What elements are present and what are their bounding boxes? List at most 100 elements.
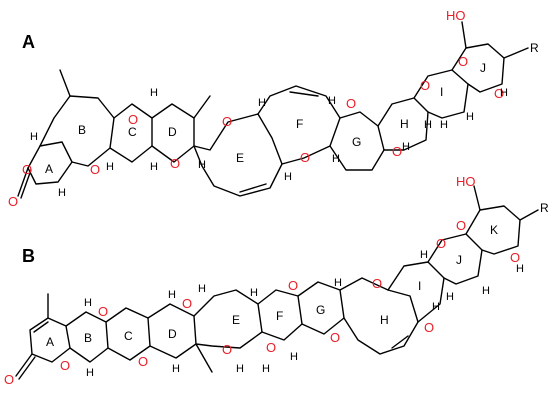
hydrogen-atom: H <box>150 161 158 173</box>
oxygen-atom: O <box>420 78 430 93</box>
ring-d-bonds <box>147 303 197 359</box>
oxygen-atom: O <box>138 354 148 369</box>
oxygen-atom: O <box>182 296 192 311</box>
ring-f-double-bond <box>289 91 319 97</box>
r-bond-b <box>519 209 539 221</box>
oxygen-atom: O <box>4 372 14 387</box>
methyl-d <box>193 95 211 119</box>
hydrogen-atom: H <box>284 171 292 183</box>
ring-j-label: J <box>456 253 462 267</box>
oxygen-atom: O <box>458 54 468 69</box>
oxygen-atom: O <box>288 278 298 293</box>
hydrogen-atom: H <box>86 367 94 379</box>
oxygen-atom: O <box>222 342 232 357</box>
oxygen-atom: O <box>8 194 18 209</box>
ring-i-bonds <box>387 261 445 323</box>
ring-f-label: F <box>296 117 303 131</box>
hydroxyl-label: HO <box>446 8 466 23</box>
hydrogen-atom: H <box>466 111 474 123</box>
oxygen-atom: O <box>372 276 382 291</box>
methyl-b <box>59 69 71 97</box>
oxygen-atom: O <box>424 320 434 335</box>
oxygen-atom: O <box>222 114 232 129</box>
hydrogen-atom: H <box>198 283 206 295</box>
r-bond-a <box>503 47 529 59</box>
oxygen-atom: O <box>456 218 466 233</box>
ring-e-double-bond <box>239 183 267 193</box>
methyl-d <box>195 343 213 373</box>
hydrogen-atom: H <box>150 87 158 99</box>
ring-e-label: E <box>232 313 240 327</box>
panel-a: A A B C D E F <box>8 8 539 209</box>
carbonyl-bond <box>17 167 32 199</box>
ring-f-label: F <box>276 309 283 323</box>
hydroxyl-label: HO <box>456 174 476 189</box>
oxygen-atom: O <box>266 340 276 355</box>
ring-g-label: G <box>352 135 361 149</box>
ring-c-bonds <box>109 103 153 163</box>
hydrogen-atom: H <box>328 95 336 107</box>
oxygen-atom: O <box>22 162 32 177</box>
oxygen-atom: O <box>90 162 100 177</box>
hydrogen-atom: H <box>420 249 428 261</box>
ring-d-bonds <box>151 103 195 163</box>
hydrogen-atom: H <box>290 351 298 363</box>
hydrogen-atom: H <box>84 297 92 309</box>
hydroxyl-bond-a <box>461 21 467 49</box>
ring-i-label: I <box>440 85 443 99</box>
hydrogen-atom: H <box>516 263 524 275</box>
hydrogen-atom: H <box>168 289 176 301</box>
ring-f-bonds <box>257 85 341 165</box>
hydrogen-atom: H <box>236 363 244 375</box>
hydrogen-atom: H <box>424 119 432 131</box>
panel-b-label: B <box>22 246 35 266</box>
hydrogen-atom: H <box>250 287 258 299</box>
ring-j-label: J <box>480 61 486 75</box>
hydrogen-atom: H <box>332 153 340 165</box>
ring-c-label: C <box>124 329 133 343</box>
hydrogen-atom: H <box>198 159 206 171</box>
r-substituent-label: R <box>530 41 539 55</box>
oxygen-atom: O <box>128 112 138 127</box>
oxygen-atom: O <box>60 358 70 373</box>
ring-g-bonds <box>297 281 345 335</box>
hydrogen-atom: H <box>258 97 266 109</box>
oxygen-atom: O <box>392 144 402 159</box>
ring-e-label: E <box>236 151 244 165</box>
oxygen-atom: O <box>510 250 520 265</box>
ring-k-label: K <box>490 223 498 237</box>
ring-h-label: H <box>380 313 389 327</box>
ring-g-label: G <box>316 303 325 317</box>
ring-c-bonds <box>105 307 151 361</box>
ring-c-label: C <box>128 125 137 139</box>
oxygen-atom: O <box>494 86 504 101</box>
oxygen-atom: O <box>300 150 310 165</box>
oxygen-atom: O <box>330 330 340 345</box>
ring-f-bonds <box>257 289 303 341</box>
ring-i-label: I <box>418 279 421 293</box>
ring-d-label: D <box>168 327 177 341</box>
hydrogen-atom: H <box>402 141 410 153</box>
ring-h-double-bond <box>391 335 409 349</box>
hydrogen-atom: H <box>446 291 454 303</box>
ring-d-label: D <box>168 125 177 139</box>
hydrogen-atom: H <box>334 277 342 289</box>
ring-b-bonds <box>39 95 115 167</box>
ring-b-label: B <box>78 123 86 137</box>
hydrogen-atom: H <box>440 119 448 131</box>
hydrogen-atom: H <box>172 363 180 375</box>
oxygen-atom: O <box>436 236 446 251</box>
hydrogen-atom: H <box>262 363 270 375</box>
hydrogen-atom: H <box>30 131 38 143</box>
hydrogen-atom: H <box>432 301 440 313</box>
hydrogen-atom: H <box>106 161 114 173</box>
ring-h-label: H <box>400 117 409 131</box>
ring-a-label: A <box>46 335 54 349</box>
ring-e-bonds <box>193 289 263 349</box>
hydrogen-atom: H <box>482 285 490 297</box>
oxygen-atom: O <box>346 96 356 111</box>
r-substituent-label: R <box>540 201 549 215</box>
carbonyl-bond <box>15 353 36 380</box>
ring-b-bonds <box>65 311 109 363</box>
